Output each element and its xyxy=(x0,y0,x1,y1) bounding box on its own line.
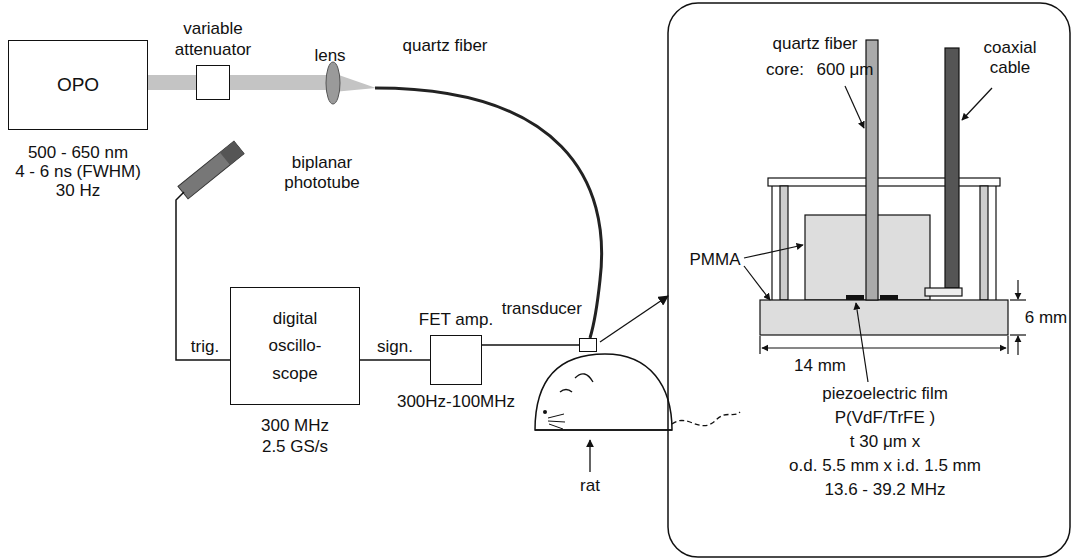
leader-lines xyxy=(744,86,992,382)
signal-wire xyxy=(482,344,579,346)
lens-symbol xyxy=(326,62,340,104)
annotation-label: lens xyxy=(314,46,345,66)
dimension-lines xyxy=(760,280,1026,355)
inset-panel xyxy=(668,3,1070,557)
annotation-label: 300 MHz xyxy=(261,416,329,436)
annotation-label: 14 mm xyxy=(794,356,846,376)
node-label: digital oscillo- scope xyxy=(253,305,337,387)
signal-wire xyxy=(360,359,430,361)
attenuator-box: variable attenuator xyxy=(196,65,230,100)
annotation-label: quartz fiber xyxy=(402,36,487,56)
node-label: variable attenuator xyxy=(163,18,263,61)
rat-figure xyxy=(535,354,740,430)
oscilloscope-box: digital oscillo- scope xyxy=(230,287,360,405)
annotation-label: sign. xyxy=(377,337,413,357)
inset-pointer xyxy=(600,296,668,342)
annotation-label: o.d. 5.5 mm x i.d. 1.5 mm xyxy=(789,456,981,476)
transducer-box: transducer xyxy=(579,338,597,352)
laser-beam xyxy=(230,75,333,90)
node-label: transducer xyxy=(502,298,582,319)
annotation-label: trig. xyxy=(191,337,219,357)
annotation-label: 300Hz-100MHz xyxy=(397,392,515,412)
laser-box: OPO xyxy=(8,40,148,130)
annotation-label: coaxial cable xyxy=(974,38,1046,79)
node-label: OPO xyxy=(57,73,99,97)
annotation-label: t 30 μm x xyxy=(850,432,920,452)
annotation-label: 30 Hz xyxy=(56,181,100,201)
annotation-label: 4 - 6 ns (FWHM) xyxy=(15,162,141,182)
annotation-label: 2.5 GS/s xyxy=(262,437,328,457)
annotation-label: 600 μm xyxy=(816,60,873,80)
annotation-label: P(VdF/TrFE ) xyxy=(835,408,935,428)
node-label: FET amp. xyxy=(411,309,501,330)
annotation-label: core: xyxy=(766,60,804,80)
annotation-label: quartz fiber xyxy=(772,34,857,54)
annotation-label: rat xyxy=(580,476,600,496)
annotation-label: 13.6 - 39.2 MHz xyxy=(825,480,946,500)
rat-pointer xyxy=(589,440,590,472)
trigger-wire xyxy=(176,192,230,360)
annotation-label: biplanar phototube xyxy=(282,153,362,194)
quartz-fiber xyxy=(375,88,602,338)
laser-beam xyxy=(148,75,196,90)
phototube-symbol xyxy=(178,141,244,199)
annotation-label: 6 mm xyxy=(1025,308,1068,328)
annotation-label: 500 - 650 nm xyxy=(28,143,128,163)
annotation-label: PMMA xyxy=(690,250,741,270)
amplifier-box: FET amp. xyxy=(430,335,482,385)
transducer-cross-section xyxy=(760,40,1008,335)
annotation-label: piezoelectric film xyxy=(822,384,948,404)
